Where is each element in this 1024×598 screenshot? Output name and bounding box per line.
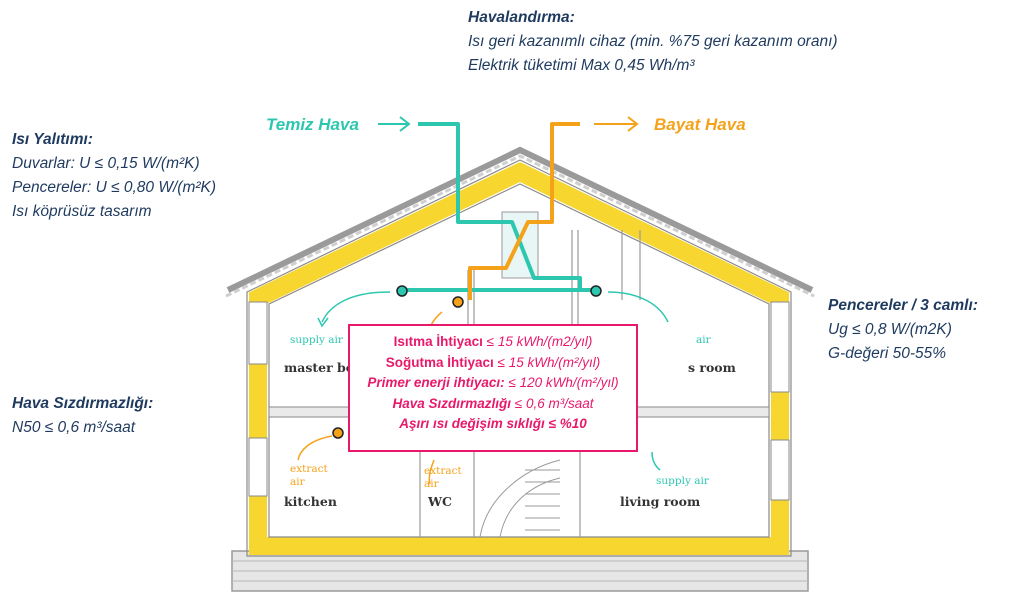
extract-air-label-1: extract xyxy=(290,463,329,475)
windows-note: Pencereler / 3 camlı: Ug ≤ 0,8 W/(m2K) G… xyxy=(828,294,978,366)
insulation-line-1: Duvarlar: U ≤ 0,15 W/(m²K) xyxy=(12,155,200,172)
wc-label: WC xyxy=(427,494,452,509)
staircase xyxy=(479,459,561,538)
living-room-label: living room xyxy=(620,494,700,509)
roof-tiles xyxy=(226,146,814,293)
requirements-box: Isıtma İhtiyacı ≤ 15 kWh/(m2/yıl) Soğutm… xyxy=(348,324,638,452)
airtightness-line-1: N50 ≤ 0,6 m³/saat xyxy=(12,419,136,436)
supply-air-label-upper-right: air xyxy=(696,334,712,346)
airtightness-title: Hava Sızdırmazlığı: xyxy=(12,395,154,412)
extract-air-wc-label-1: extract xyxy=(424,465,463,477)
kitchen-label: kitchen xyxy=(284,494,337,509)
insulation-line-2: Pencereler: U ≤ 0,80 W/(m²K) xyxy=(12,179,217,196)
requirement-primary-energy: Primer enerji ihtiyacı: ≤ 120 kWh/(m²/yı… xyxy=(367,375,619,390)
fresh-air-arrow-icon xyxy=(378,116,411,132)
valves xyxy=(332,285,602,439)
stale-air-arrow-icon xyxy=(594,116,639,132)
ventilation-note: Havalandırma: Isı geri kazanımlı cihaz (… xyxy=(468,6,838,78)
ventilation-line-1: Isı geri kazanımlı cihaz (min. %75 geri … xyxy=(468,33,838,50)
extract-air-wc-label-2: air xyxy=(424,478,440,490)
ventilation-line-2: Elektrik tüketimi Max 0,45 Wh/m³ xyxy=(468,57,695,74)
requirement-overheating: Aşırı ısı değişim sıklığı ≤ %10 xyxy=(399,416,587,431)
ventilation-title: Havalandırma: xyxy=(468,9,575,26)
insulation-note: Isı Yalıtımı: Duvarlar: U ≤ 0,15 W/(m²K)… xyxy=(12,128,216,224)
insulation-title: Isı Yalıtımı: xyxy=(12,131,93,148)
airtightness-note: Hava Sızdırmazlığı: N50 ≤ 0,6 m³/saat xyxy=(12,392,153,440)
master-bedroom-label: master be xyxy=(284,360,354,375)
stale-air-duct xyxy=(468,122,580,300)
requirement-heating: Isıtma İhtiyacı ≤ 15 kWh/(m2/yıl) xyxy=(393,334,593,349)
room-label: s room xyxy=(688,360,736,375)
windows-line-1: Ug ≤ 0,8 W/(m2K) xyxy=(828,321,952,338)
insulation-envelope xyxy=(249,162,789,555)
stale-air-label: Bayat Hava xyxy=(654,115,746,134)
supply-air-label-living: supply air xyxy=(656,475,710,487)
windows-line-2: G-değeri 50-55% xyxy=(828,345,947,362)
windows-title: Pencereler / 3 camlı: xyxy=(828,297,978,314)
fresh-air-label: Temiz Hava xyxy=(266,115,359,134)
insulation-line-3: Isı köprüsüz tasarım xyxy=(12,203,152,220)
requirement-airtightness: Hava Sızdırmazlığı ≤ 0,6 m³/saat xyxy=(392,395,594,411)
extract-air-label-2: air xyxy=(290,476,306,488)
requirement-cooling: Soğutma İhtiyacı ≤ 15 kWh/(m²/yıl) xyxy=(385,354,601,370)
supply-air-label-upper-left: supply air xyxy=(290,334,344,346)
